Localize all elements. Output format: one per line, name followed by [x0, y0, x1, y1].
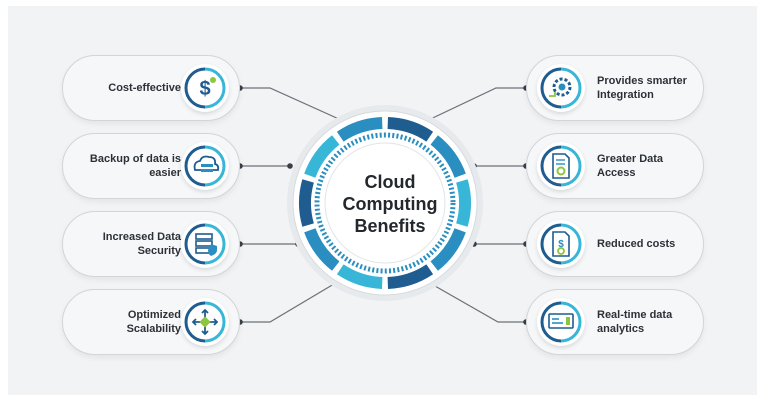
benefit-backup: Backup of data is easier: [62, 133, 240, 199]
hub-ring-segment: [304, 228, 340, 271]
benefit-label: Greater Data Access: [597, 153, 664, 179]
cloud-server-icon: [181, 142, 229, 190]
benefit-label: Increased Data Security: [102, 231, 181, 257]
diagram-canvas: Cloud Computing Benefits Cost-effective …: [8, 6, 757, 395]
benefit-label: Cost-effective: [108, 82, 181, 94]
center-title-line2: Computing: [342, 194, 438, 214]
document-dollar-icon: $: [537, 220, 585, 268]
server-shield-icon: [181, 220, 229, 268]
center-title: Cloud Computing Benefits: [330, 171, 450, 237]
dollar-icon: $: [181, 64, 229, 112]
hub-ring-segment: [387, 117, 434, 142]
connector-scalability: [240, 277, 345, 323]
benefit-label: Optimized Scalability: [126, 309, 181, 335]
hub-ring-segment: [456, 179, 471, 227]
benefit-security: Increased Data Security: [62, 211, 240, 277]
expand-arrows-icon: [181, 298, 229, 346]
benefit-label: Real-time data analytics: [597, 309, 673, 335]
connector-cost-effective: [240, 87, 351, 125]
hub-ring-segment: [387, 264, 434, 289]
benefit-scalability: Optimized Scalability: [62, 289, 240, 355]
benefit-reduced-costs: $ Reduced costs: [526, 211, 704, 277]
center-title-line1: Cloud: [364, 172, 416, 192]
benefit-integration: Provides smarter Integration: [526, 55, 704, 121]
connector-lines: [237, 85, 529, 325]
svg-text:$: $: [199, 78, 210, 100]
hub-ring-segment: [336, 264, 383, 289]
benefit-label: Reduced costs: [597, 238, 676, 250]
hub-ring-segment: [304, 135, 340, 178]
hub-ring-segment: [336, 117, 383, 142]
hub-ring-segment: [299, 179, 314, 227]
analytics-screen-icon: [537, 298, 585, 346]
hub-ring-segment: [430, 228, 466, 271]
benefit-cost-effective: Cost-effective $: [62, 55, 240, 121]
center-title-line3: Benefits: [354, 216, 426, 236]
gear-integration-icon: [537, 64, 585, 112]
central-hub: [287, 105, 483, 301]
connector-analytics: [427, 281, 526, 323]
benefit-analytics: Real-time data analytics: [526, 289, 704, 355]
svg-text:$: $: [558, 239, 564, 250]
benefit-data-access: Greater Data Access: [526, 133, 704, 199]
document-gear-icon: [537, 142, 585, 190]
benefit-label: Backup of data is easier: [89, 153, 181, 179]
benefit-label: Provides smarter Integration: [597, 75, 687, 101]
hub-ring-segment: [430, 135, 466, 178]
connector-integration: [419, 87, 526, 125]
